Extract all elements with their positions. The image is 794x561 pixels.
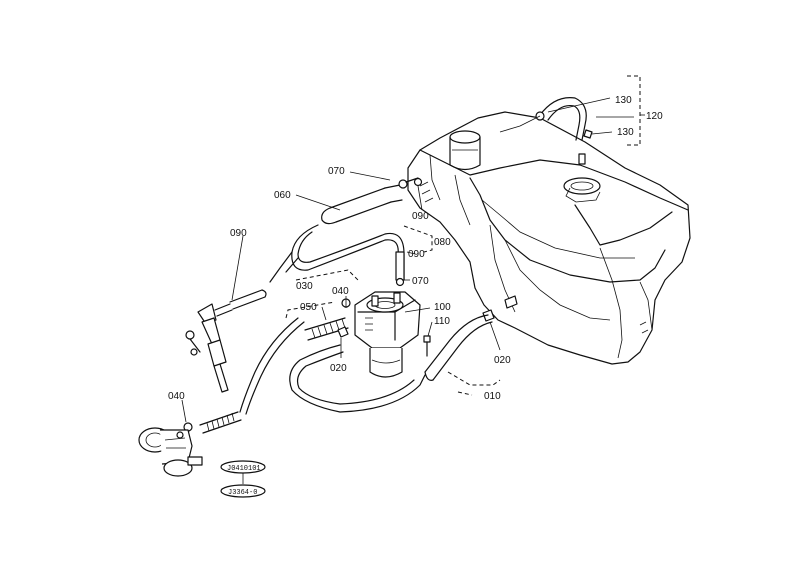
label-040-lower: 040	[168, 391, 185, 402]
drawing-id-stamp: J0410101 J3364-0	[220, 460, 266, 498]
label-050: 050	[300, 302, 317, 313]
label-120: 120	[646, 111, 663, 122]
injection-nozzle	[185, 303, 229, 393]
label-010: 010	[484, 391, 501, 402]
hose-040-lower	[199, 411, 242, 434]
label-130-top: 130	[615, 95, 632, 106]
hose-050	[304, 317, 349, 341]
fuel-feed-pump	[138, 427, 203, 477]
label-080: 080	[434, 237, 451, 248]
label-130-bottom: 130	[617, 127, 634, 138]
label-070-upper: 070	[328, 166, 345, 177]
label-020-right: 020	[494, 355, 511, 366]
bolt-110	[423, 335, 431, 357]
fuel-tank	[407, 111, 691, 365]
label-110: 110	[434, 316, 450, 327]
clamp-020-left	[337, 326, 349, 338]
fuel-hose-010	[424, 314, 493, 381]
leak-off-pipe-030	[214, 289, 267, 317]
fuel-filter-100	[354, 291, 421, 378]
label-070-lower: 070	[412, 276, 429, 287]
hose-080	[395, 251, 405, 281]
return-hose-060	[269, 184, 405, 283]
clamp-070-upper	[398, 179, 408, 189]
clamp-020-right	[482, 309, 495, 322]
leader-lines	[181, 171, 501, 423]
label-030: 030	[296, 281, 313, 292]
label-100: 100	[434, 302, 451, 313]
label-020-left: 020	[330, 363, 347, 374]
clamp-090-upper	[413, 177, 423, 187]
label-090-left: 090	[230, 228, 247, 239]
stamp-bottom-text: J3364-0	[228, 489, 257, 497]
label-090-mid: 090	[408, 249, 425, 260]
label-040-upper: 040	[332, 286, 349, 297]
label-090-right: 090	[412, 211, 429, 222]
label-060: 060	[274, 190, 291, 201]
stamp-top-text: J0410101	[227, 465, 261, 473]
